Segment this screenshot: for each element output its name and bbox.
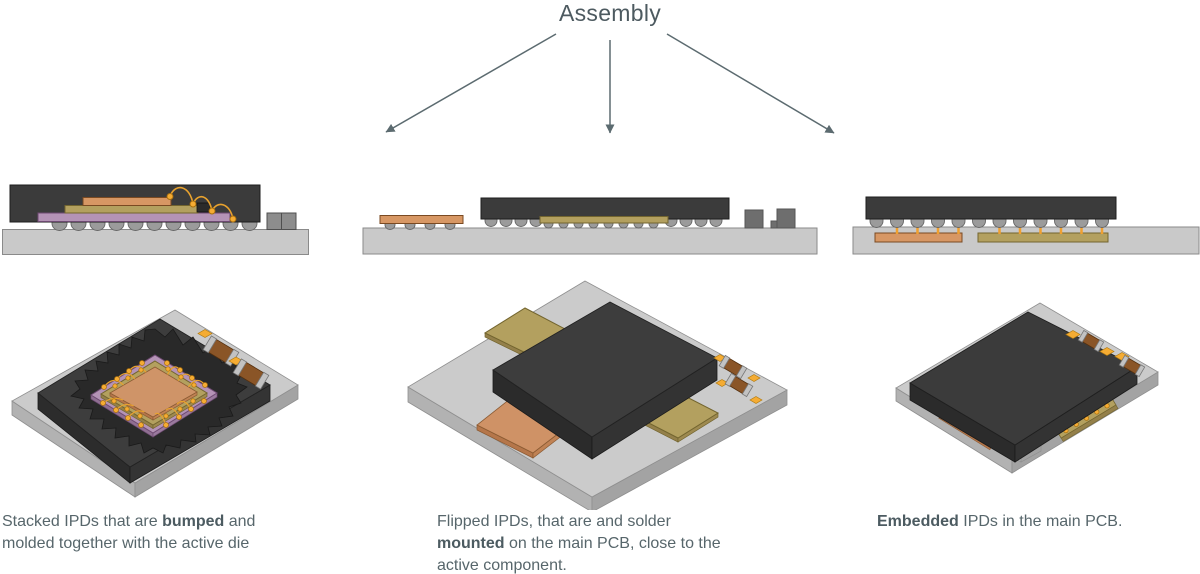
branch-arrows (385, 33, 835, 134)
caption-text: on the main PCB, close to the active com… (437, 535, 721, 574)
active-component (865, 196, 1117, 220)
passive-component (718, 354, 748, 380)
orange-ipd-die (82, 197, 172, 206)
stacked-caption: Stacked IPDs that are bumped and molded … (2, 511, 272, 555)
passive-component (776, 208, 796, 229)
passive-component (744, 209, 764, 229)
caption-bold: mounted (437, 535, 505, 552)
caption-text: IPDs in the main PCB. (958, 513, 1123, 530)
page-title: Assembly (558, 0, 662, 26)
embedded-tan-ipd (977, 232, 1109, 243)
passive-component (202, 335, 240, 367)
passive-component (1118, 354, 1146, 378)
passive-component (281, 212, 297, 230)
caption-bold: bumped (162, 513, 225, 530)
embedded-caption: Embedded IPDs in the main PCB. (877, 511, 1197, 533)
passive-component (232, 358, 270, 390)
solder-balls (869, 218, 1109, 228)
stacked-isometric-diagram (11, 309, 299, 498)
embedded-tan-ipd (1056, 397, 1119, 442)
active-component (480, 197, 730, 220)
orange-active-die (109, 366, 198, 418)
passive-component (1077, 329, 1105, 353)
caption-text: Stacked IPDs that are (2, 513, 163, 530)
passive-component (724, 372, 754, 398)
caption-bold: Embedded (877, 513, 959, 530)
vias (895, 227, 1104, 234)
active-die (492, 301, 718, 438)
flipped-isometric-diagram (407, 280, 788, 510)
stacked-cross-section-diagram (2, 184, 309, 255)
bond-balls (100, 360, 208, 428)
flipped-orange-ipd (379, 215, 464, 224)
flipped-tan-ipd (539, 216, 669, 224)
solder-balls (51, 220, 258, 231)
embedded-orange-ipd (874, 232, 963, 243)
flipped-caption: Flipped IPDs, that are and solder mounte… (437, 511, 739, 574)
passive-component (266, 212, 282, 230)
arrow-to-stacked (385, 33, 557, 133)
caption-text: Flipped IPDs, that are and solder (437, 513, 671, 530)
active-die (909, 311, 1138, 446)
embedded-isometric-diagram (895, 302, 1159, 474)
flipped-cross-section-diagram (362, 197, 818, 255)
arrow-to-embedded (666, 33, 835, 134)
purple-ipd-die (37, 212, 231, 222)
wire-bonds (166, 186, 237, 223)
embedded-cross-section-diagram (852, 196, 1200, 255)
tan-ipd-die (64, 205, 199, 214)
caption-text: and molded together with the active die (2, 513, 256, 552)
